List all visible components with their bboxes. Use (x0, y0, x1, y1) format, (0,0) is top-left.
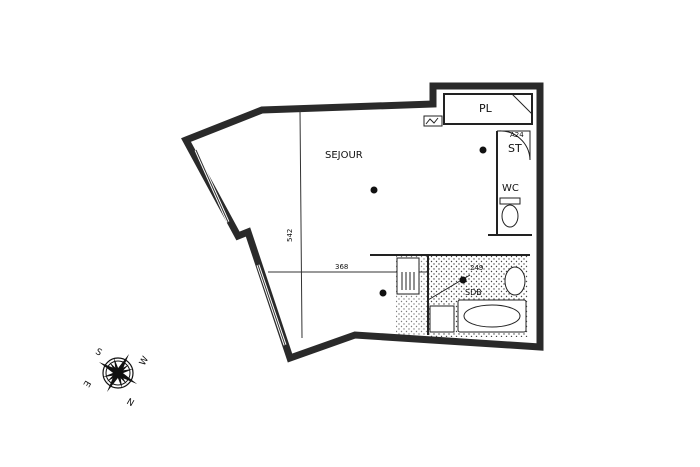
compass-south: S (93, 347, 103, 359)
window (257, 264, 286, 346)
dimension-living-depth: 542 (286, 229, 294, 242)
compass-north: N (126, 395, 137, 407)
closet-pl (443, 93, 533, 125)
dimension-living-width: 368 (335, 263, 348, 271)
kitchen-unit (396, 257, 420, 295)
room-code-label: A24 (510, 131, 524, 139)
window (195, 149, 229, 223)
light-icon (479, 146, 487, 154)
bathtub (457, 299, 527, 333)
storage-door (496, 130, 531, 161)
light-icon (379, 289, 387, 297)
room-label-wc: WC (502, 183, 519, 194)
room-label-st: ST (508, 142, 522, 155)
dimension-bath-width: 249 (470, 264, 483, 272)
light-icon (370, 186, 378, 194)
compass-rose-icon: S W E N (80, 347, 151, 407)
washbasin (504, 266, 526, 296)
compass-east: E (80, 378, 92, 388)
compass-west: W (138, 355, 151, 368)
light-icon (459, 276, 467, 284)
dimension-line (299, 109, 303, 339)
room-label-pl: PL (479, 102, 493, 115)
exterior-wall (181, 82, 544, 363)
room-label-sejour: SEJOUR (325, 150, 363, 161)
room-label-sdb: SDB (465, 288, 482, 297)
toilet (501, 204, 519, 228)
